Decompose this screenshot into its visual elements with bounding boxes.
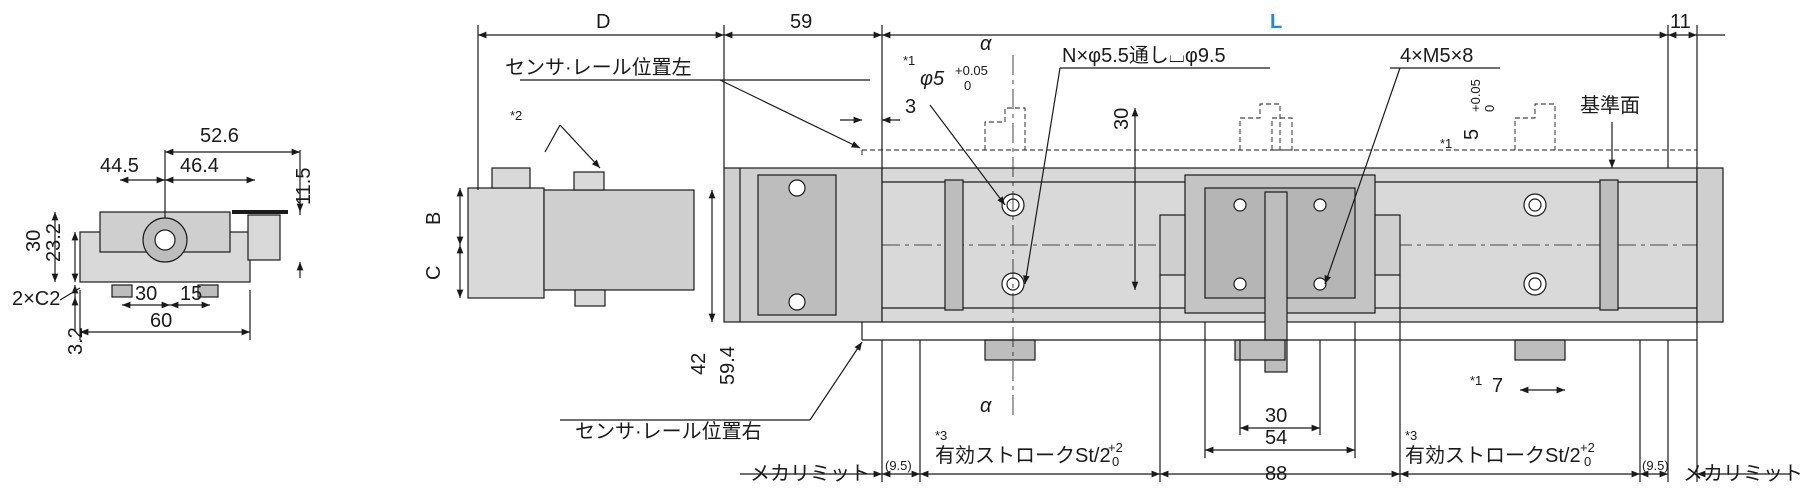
label-stroke-tol-upper-right: +2 — [1580, 440, 1595, 455]
dim-3-2: 3.2 — [65, 327, 87, 355]
dim-3: 3 — [905, 96, 916, 118]
label-depth-note: *1 — [1470, 373, 1482, 388]
label-through-hole: N×φ5.5通し⌴φ9.5 — [1062, 44, 1226, 67]
dim-30-vertical-side: 30 — [1111, 108, 1133, 130]
label-stroke-note-right: *3 — [1405, 428, 1417, 443]
label-stroke-tol-upper-left: +2 — [1108, 440, 1123, 455]
motor-body — [543, 189, 695, 291]
end-view — [51, 148, 304, 340]
side-view-labels: D 59 L 11 3 B C 42 59.4 30 α α 30 54 88 … — [423, 11, 1802, 485]
label-ref-surface: 基準面 — [1580, 94, 1640, 117]
label-slot-note: *1 — [1440, 136, 1452, 151]
dim-88: 88 — [1265, 463, 1287, 485]
label-slot-tol-lower: 0 — [1482, 105, 1497, 112]
label-note-2: *2 — [510, 108, 522, 123]
end-view-screw-core — [154, 229, 176, 251]
label-sensor-rail-left: センサ·レール位置左 — [505, 56, 692, 79]
label-mech-limit-left: メカリミット — [750, 463, 870, 485]
dim-L: L — [1270, 11, 1282, 33]
section-alpha-top: α — [980, 33, 992, 55]
label-stroke-note-left: *3 — [935, 428, 947, 443]
dim-59-4: 59.4 — [717, 346, 739, 385]
motor-cap — [467, 187, 545, 299]
dim-60: 60 — [150, 310, 172, 332]
label-sensor-rail-right: センサ·レール位置右 — [575, 420, 762, 443]
label-stroke-tol-lower-left: 0 — [1112, 454, 1119, 469]
end-view-labels: 52.6 44.5 46.4 11.5 30 23.2 2×C2 3.2 30 … — [12, 125, 315, 355]
label-depth: 7 — [1492, 375, 1503, 397]
dim-59: 59 — [790, 11, 812, 33]
dim-46-4: 46.4 — [180, 155, 219, 177]
dim-9-5-right: (9.5) — [1642, 458, 1669, 473]
label-slot-tol-upper: +0.05 — [1468, 79, 1483, 112]
dim-B: B — [423, 212, 445, 225]
label-tap: 4×M5×8 — [1400, 45, 1473, 67]
dim-23-2: 23.2 — [43, 223, 65, 262]
label-phi5-tol-lower: 0 — [964, 78, 971, 93]
dim-54: 54 — [1265, 427, 1287, 449]
label-stroke-tol-lower-right: 0 — [1584, 454, 1591, 469]
dim-30-horizontal: 30 — [135, 283, 157, 305]
label-phi5-note: *1 — [903, 53, 915, 68]
section-alpha-bottom: α — [980, 395, 992, 417]
dim-9-5-left: (9.5) — [885, 458, 912, 473]
label-phi5-tol-upper: +0.05 — [955, 63, 988, 78]
dim-11-5: 11.5 — [293, 168, 315, 205]
dim-44-5: 44.5 — [100, 155, 139, 177]
side-view — [456, 25, 1790, 482]
end-view-rail — [247, 214, 281, 261]
dim-C: C — [423, 266, 445, 280]
label-stroke-left: 有効ストロークSt/2 — [935, 444, 1111, 467]
dim-D: D — [596, 11, 610, 33]
label-mech-limit-right: メカリミット — [1683, 463, 1802, 485]
dim-15: 15 — [180, 283, 202, 305]
dim-30-vertical: 30 — [23, 230, 45, 252]
label-stroke-right: 有効ストロークSt/2 — [1405, 444, 1581, 467]
label-phi5: φ5 — [920, 68, 945, 90]
dim-42: 42 — [688, 353, 710, 375]
dim-30-horizontal-side: 30 — [1265, 405, 1287, 427]
label-slot: 5 — [1461, 129, 1483, 140]
dim-11: 11 — [1670, 11, 1691, 33]
dim-chamfer: 2×C2 — [12, 288, 60, 310]
dim-52-6: 52.6 — [200, 125, 239, 147]
